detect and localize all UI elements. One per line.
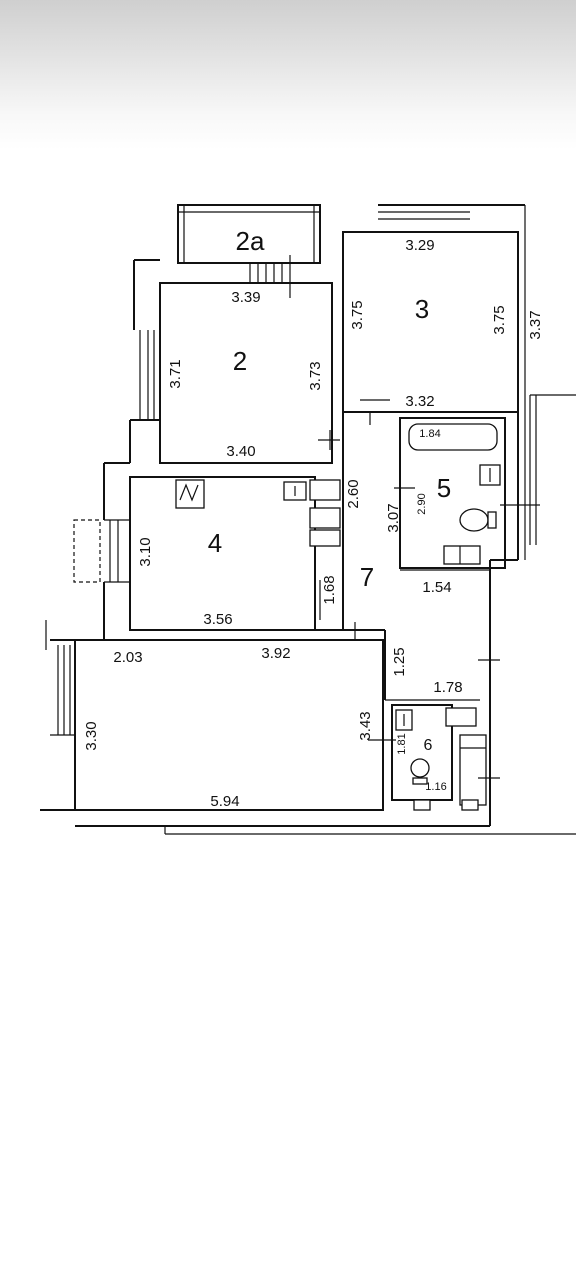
room-label-4: 4 bbox=[208, 528, 222, 558]
room-label-5: 5 bbox=[437, 473, 451, 503]
bathroom-5 bbox=[394, 417, 506, 569]
dim-room3-top: 3.29 bbox=[405, 237, 434, 254]
room-label-2: 2 bbox=[233, 346, 247, 376]
dim-corridor-178: 1.78 bbox=[433, 679, 462, 696]
dim-room1-203: 2.03 bbox=[113, 649, 142, 666]
neighbour-edge bbox=[500, 394, 576, 545]
window-room-3 bbox=[378, 204, 525, 220]
dim-corridor-168: 1.68 bbox=[321, 575, 338, 604]
room-1 bbox=[40, 620, 576, 835]
dim-bathtub: 1.84 bbox=[419, 428, 440, 440]
dim-wc-181: 1.81 bbox=[396, 733, 408, 754]
balcony-2a bbox=[177, 204, 321, 298]
dim-corridor-125: 1.25 bbox=[391, 647, 408, 676]
dim-room3-left: 3.75 bbox=[349, 300, 366, 329]
dim-corridor-154: 1.54 bbox=[422, 579, 451, 596]
dim-room1-392: 3.92 bbox=[261, 645, 290, 662]
dim-room1-right: 3.43 bbox=[357, 711, 374, 740]
dim-room1-bottom: 5.94 bbox=[210, 793, 239, 810]
room-label-2a: 2a bbox=[236, 226, 265, 256]
dim-bath-290: 2.90 bbox=[416, 493, 428, 514]
wc-6 bbox=[391, 700, 500, 826]
room-label-3: 3 bbox=[415, 294, 429, 324]
dim-room1-left: 3.30 bbox=[83, 721, 100, 750]
dim-wc-116: 1.16 bbox=[425, 781, 446, 793]
dim-corridor-260: 2.60 bbox=[345, 479, 362, 508]
dim-room3-right: 3.75 bbox=[491, 305, 508, 334]
dim-room4-left: 3.10 bbox=[137, 537, 154, 566]
dim-room4-bottom: 3.56 bbox=[203, 611, 232, 628]
dim-cut-edge: 3.37 bbox=[527, 310, 544, 339]
room-4 bbox=[73, 462, 341, 640]
room-label-7: 7 bbox=[360, 562, 374, 592]
dim-room3-bottom: 3.32 bbox=[405, 393, 434, 410]
dim-room2-right: 3.73 bbox=[307, 361, 324, 390]
scan-shadow bbox=[0, 0, 576, 150]
dim-bath-307: 3.07 bbox=[385, 503, 402, 532]
room-label-6: 6 bbox=[424, 737, 433, 754]
room-3 bbox=[342, 205, 526, 560]
dim-room2-bottom: 3.40 bbox=[226, 443, 255, 460]
corridor-7 bbox=[315, 411, 518, 701]
dim-room2-left: 3.71 bbox=[167, 359, 184, 388]
dim-room2-top: 3.39 bbox=[231, 289, 260, 306]
room-2 bbox=[129, 259, 340, 464]
